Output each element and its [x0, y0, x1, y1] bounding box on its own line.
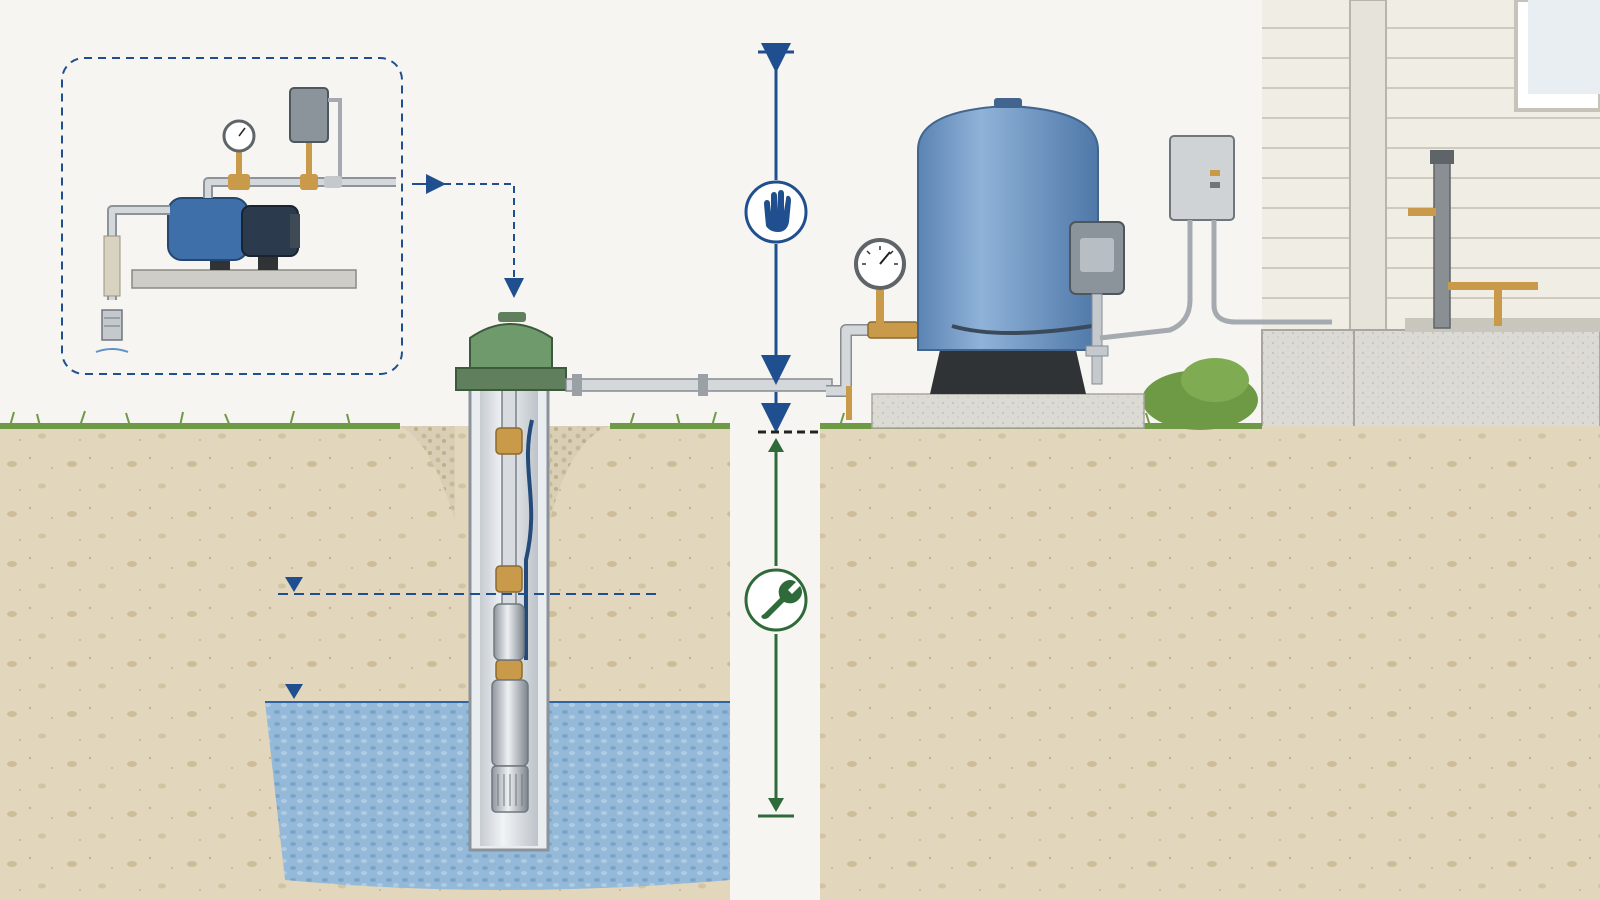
conduit-to-house — [1211, 220, 1332, 325]
riser-branch-left — [1408, 208, 1436, 216]
inset-motor-fan-cover — [290, 214, 300, 248]
dim-below-down-arrow — [768, 798, 784, 812]
inset-pressure-switch — [289, 87, 329, 143]
inset-gauge-stem — [236, 152, 242, 174]
static-water-level-triangle-icon — [285, 577, 303, 592]
pump-upper-section — [493, 603, 525, 661]
pressure-switch-face — [1080, 238, 1114, 272]
pitless-adapter-fitting — [495, 427, 523, 455]
inset-pump-motor — [241, 205, 299, 257]
house — [1261, 0, 1600, 447]
well — [455, 312, 567, 852]
wrench-glyph — [761, 580, 802, 619]
pipe-coupling-2 — [698, 374, 708, 396]
well-cap — [469, 323, 553, 369]
dim-below-up-arrow — [768, 438, 784, 452]
pipe-coupling-1 — [572, 374, 582, 396]
tank-hose — [951, 324, 1093, 335]
pipe-elbow-riser-fill — [826, 325, 868, 396]
riser-branch-right — [1448, 282, 1538, 290]
riser-cap — [1430, 150, 1454, 164]
pump-control-box — [1169, 135, 1235, 221]
inset-pump-base — [131, 269, 357, 289]
pumping-water-level-triangle-icon — [285, 684, 303, 699]
riser-branch-drop — [1494, 282, 1502, 326]
switch-pipe-tee — [1085, 345, 1109, 357]
dimension-above-ground — [744, 43, 820, 434]
inset-motor-foot — [258, 254, 278, 270]
inset-coupling — [324, 176, 342, 188]
tank-tee-fitting — [867, 321, 919, 339]
ground — [0, 358, 1600, 900]
inset-switch-tee — [300, 174, 318, 190]
tank-air-valve — [994, 98, 1022, 108]
intake-slots — [497, 774, 523, 806]
inset-jet-pump-body — [167, 197, 249, 261]
inset-foot-valve — [101, 309, 123, 341]
control-box-indicator-2 — [1210, 182, 1220, 188]
inset-frame — [61, 57, 403, 375]
conduit-to-switch — [1099, 220, 1193, 341]
hand-stop-glyph — [764, 190, 791, 232]
tank-base-stand — [930, 350, 1086, 394]
inset-switch-conduit — [328, 98, 342, 178]
jet-pump-inset — [61, 57, 524, 375]
shrub-top — [1181, 358, 1249, 402]
well-cap-flange — [455, 367, 567, 391]
indoor-plumbing — [1408, 150, 1538, 329]
drain-valve — [846, 386, 852, 420]
gauge-needle — [879, 251, 891, 265]
electrical — [1099, 135, 1332, 341]
house-window-glass — [1528, 0, 1600, 94]
inset-link-dashed-path — [444, 183, 524, 298]
inset-switch-stem — [306, 140, 312, 174]
inset-suction-sleeve — [103, 235, 121, 297]
inset-gauge-tee — [228, 174, 250, 190]
well-cap-vent — [498, 312, 526, 322]
control-box-indicator — [1210, 170, 1220, 176]
pump-power-cable — [524, 419, 534, 660]
gravel-backfill — [400, 426, 610, 520]
submersible-pump-motor — [491, 679, 529, 767]
sill-plate — [1405, 318, 1600, 332]
water-level-markers — [278, 577, 660, 699]
pressure-tank-assembly — [871, 98, 1145, 429]
house-corner-trim — [1349, 0, 1387, 331]
gauge-stem — [876, 290, 884, 324]
gauge-ticks — [862, 246, 898, 265]
pump-discharge-fitting — [495, 659, 523, 681]
supply-line — [565, 238, 919, 420]
tank-concrete-pad — [871, 393, 1145, 429]
house-supply-riser — [1433, 151, 1451, 329]
dimension-below-ground — [744, 438, 808, 818]
check-valve-fitting — [495, 565, 523, 593]
inset-water-surface — [95, 348, 129, 353]
